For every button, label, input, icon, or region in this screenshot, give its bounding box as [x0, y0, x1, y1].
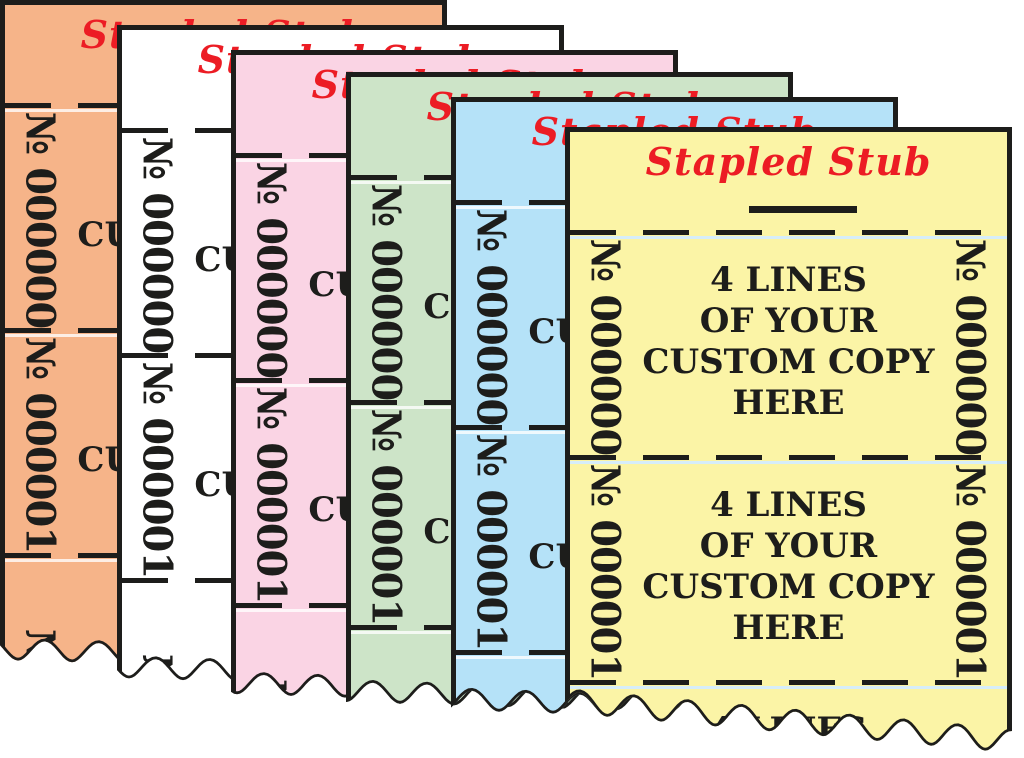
custom-copy-line: 4 LINES [710, 260, 867, 300]
ticket-number-left: № 000001 [133, 361, 181, 578]
ticket-number-right: № 000000 [946, 238, 994, 455]
ticket-number-left: № 000000 [362, 183, 410, 400]
ticket-number-right-column: № 000000 [942, 238, 998, 455]
ticket-number-left-column: № 000001 [463, 433, 519, 650]
perforation-line-2 [570, 455, 1007, 464]
ticket-2: № 000001 4 LINES OF YOUR CUSTOM COPY HER… [570, 463, 1007, 680]
ticket-number-left: № 000001 [362, 408, 410, 625]
custom-copy-line: CUSTOM COPY [308, 715, 601, 755]
ticket-number-left-column: № 000000 [129, 136, 185, 353]
ticket-number-left-column: № 000001 [129, 361, 185, 578]
ticket-number-left: № 0 [16, 628, 64, 711]
custom-copy-line: 4 LINES [710, 485, 867, 525]
sheet-title: Stapled Stub [645, 139, 932, 184]
ticket-number-left-column: № 000001 [358, 408, 414, 625]
ticket-number-left: № 0 [362, 700, 410, 758]
sheet-yellow: Stapled Stub № 000000 4 LINES OF YOUR CU… [565, 127, 1012, 758]
ticket-number-left-column: № 000000 [358, 183, 414, 400]
ticket-number-left: № 0 [247, 678, 295, 758]
ticket-number-left-column: № 000001 [577, 463, 633, 680]
ticket-number-right-column: № 0 [942, 688, 998, 751]
ticket-number-left: № 000001 [467, 433, 515, 650]
title-underline [748, 206, 857, 213]
custom-copy-line: CUSTOM COPY [642, 342, 935, 382]
ticket-number-right: № 000001 [946, 463, 994, 680]
ticket-number-left-column: № 000001 [243, 386, 299, 603]
ticket-number-left-column: № 0 [243, 611, 299, 758]
ticket-number-left-column: № 0 [129, 586, 185, 736]
ticket-number-left-column: № 0 [577, 688, 633, 751]
custom-copy-line: CUSTOM COPY [423, 737, 716, 758]
ticket-number-left-column: № 000000 [243, 161, 299, 378]
custom-copy: 4 LINES OF YOUR CUSTOM COPY HERE [628, 710, 949, 758]
ticket-number-left-column: № 000000 [577, 238, 633, 455]
ticket-number-left-column: № 0 [12, 561, 68, 711]
ticket-3-partial: № 0 4 LINES OF YOUR CUSTOM COPY HERE № 0 [570, 688, 1007, 758]
custom-copy-line: HERE [732, 608, 845, 648]
ticket-number-left: № 000001 [247, 386, 295, 603]
custom-copy-line: OF YOUR [699, 526, 878, 566]
custom-copy-line: CUSTOM COPY [642, 567, 935, 607]
custom-copy-line: HERE [167, 706, 280, 746]
custom-copy-line: HERE [732, 383, 845, 423]
ticket-number-left: № 0 [468, 725, 515, 758]
custom-copy: 4 LINES OF YOUR CUSTOM COPY HERE [628, 485, 949, 649]
custom-copy-line: 4 LINES [710, 710, 867, 750]
ticket-number-left: № 000000 [581, 238, 629, 455]
ticket-number-left: № 000000 [247, 161, 295, 378]
custom-copy-line: OF YOUR [699, 301, 878, 341]
ticket-1: № 000000 4 LINES OF YOUR CUSTOM COPY HER… [570, 238, 1007, 455]
custom-copy-line: OF YOUR [628, 751, 949, 758]
ticket-number-left-column: № 0 [358, 633, 414, 758]
ticket-number-left-column: № 000000 [12, 111, 68, 328]
custom-copy-line: HERE [284, 731, 397, 758]
ticket-number-left-column: № 000001 [12, 336, 68, 553]
ticket-number-right-column: № 000001 [942, 463, 998, 680]
ticket-number-left: № 000001 [581, 463, 629, 680]
ticket-number-left: № 0 [133, 653, 181, 736]
perforation-line-1 [570, 230, 1007, 239]
ticket-number-left: № 000000 [467, 208, 515, 425]
custom-copy: 4 LINES OF YOUR CUSTOM COPY HERE [628, 260, 949, 424]
custom-copy-line: OF YOUR [585, 721, 764, 758]
ticket-number-left-column: № 000000 [463, 208, 519, 425]
ticket-number-left: № 000000 [133, 136, 181, 353]
ticket-number-left: № 000001 [16, 336, 64, 553]
ticket-number-left: № 000000 [16, 111, 64, 328]
ticket-number-left-column: № 0 [463, 658, 519, 758]
